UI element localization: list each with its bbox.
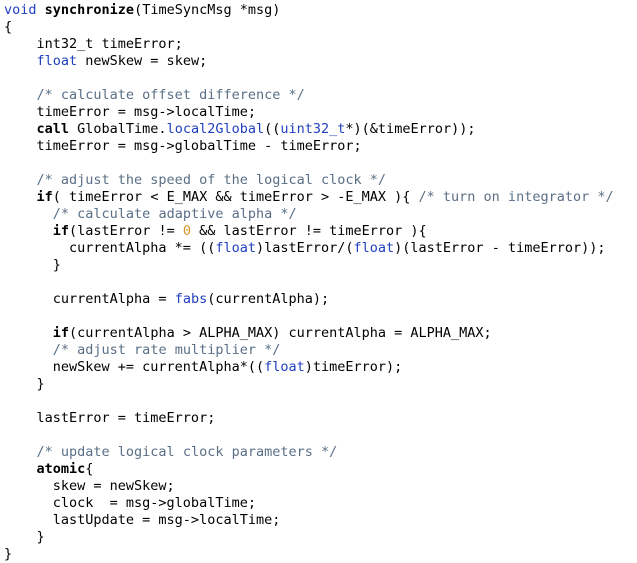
code-text: )timeError); bbox=[304, 359, 403, 375]
code-line: atomic{ bbox=[4, 461, 637, 478]
code-text: int32_t timeError; bbox=[4, 36, 183, 52]
code-text: lastUpdate = msg->localTime; bbox=[4, 512, 281, 528]
code-text bbox=[4, 87, 37, 103]
code-text: { bbox=[4, 19, 13, 35]
code-line: int32_t timeError; bbox=[4, 36, 637, 53]
code-text: } bbox=[4, 529, 45, 545]
code-text bbox=[4, 206, 53, 222]
code-text: (TimeSyncMsg *msg) bbox=[134, 2, 281, 18]
code-line: if(lastError != 0 && lastError != timeEr… bbox=[4, 223, 637, 240]
code-text: GlobalTime. bbox=[69, 121, 167, 137]
code-line: ​ bbox=[4, 70, 637, 87]
code-line: timeError = msg->localTime; bbox=[4, 104, 637, 121]
code-line: newSkew += currentAlpha*((float)timeErro… bbox=[4, 359, 637, 376]
code-text: (( bbox=[264, 121, 281, 137]
code-line: /* calculate adaptive alpha */ bbox=[4, 206, 637, 223]
code-text bbox=[4, 121, 37, 137]
code-line: lastUpdate = msg->localTime; bbox=[4, 512, 637, 529]
code-text: currentAlpha = bbox=[4, 291, 175, 307]
keyword: float bbox=[353, 240, 395, 256]
number-literal: 0 bbox=[182, 223, 191, 239]
code-line: if(currentAlpha > ALPHA_MAX) currentAlph… bbox=[4, 325, 637, 342]
code-line: } bbox=[4, 257, 637, 274]
keyword: fabs bbox=[174, 291, 208, 307]
code-text bbox=[4, 342, 53, 358]
keyword-bold: if bbox=[52, 325, 70, 341]
code-text: skew = newSkew; bbox=[4, 478, 175, 494]
code-line: currentAlpha = fabs(currentAlpha); bbox=[4, 291, 637, 308]
code-line: ​ bbox=[4, 393, 637, 410]
code-text bbox=[4, 189, 37, 205]
code-text: (lastError != bbox=[69, 223, 183, 239]
keyword-bold: call bbox=[36, 121, 70, 137]
keyword-bold: atomic bbox=[36, 461, 86, 477]
code-text: lastError = timeError; bbox=[4, 410, 216, 426]
code-text bbox=[4, 325, 53, 341]
code-line: ​ bbox=[4, 274, 637, 291]
code-line: timeError = msg->globalTime - timeError; bbox=[4, 138, 637, 155]
code-text: newSkew = skew; bbox=[77, 53, 208, 69]
code-line: /* calculate offset difference */ bbox=[4, 87, 637, 104]
code-text: timeError = msg->globalTime - timeError; bbox=[4, 138, 362, 154]
code-text bbox=[4, 223, 53, 239]
code-text bbox=[4, 53, 37, 69]
code-text bbox=[4, 172, 37, 188]
code-text: } bbox=[4, 257, 61, 273]
code-text: { bbox=[85, 461, 94, 477]
code-text: *)(&timeError)); bbox=[345, 121, 476, 137]
keyword: local2Global bbox=[166, 121, 265, 137]
code-line: skew = newSkew; bbox=[4, 478, 637, 495]
comment: /* calculate adaptive alpha */ bbox=[52, 206, 297, 222]
code-line: currentAlpha *= ((float)lastError/(float… bbox=[4, 240, 637, 257]
code-line: } bbox=[4, 529, 637, 546]
code-text: } bbox=[4, 376, 45, 392]
comment: /* adjust the speed of the logical clock… bbox=[36, 172, 387, 188]
code-text: clock = msg->globalTime; bbox=[4, 495, 256, 511]
code-line: if( timeError < E_MAX && timeError > -E_… bbox=[4, 189, 637, 206]
code-line: { bbox=[4, 19, 637, 36]
code-text bbox=[4, 461, 37, 477]
code-text: (currentAlpha); bbox=[207, 291, 330, 307]
comment: /* turn on integrator */ bbox=[418, 189, 614, 205]
code-line: /* adjust the speed of the logical clock… bbox=[4, 172, 637, 189]
code-text: currentAlpha *= (( bbox=[4, 240, 216, 256]
code-line: ​ bbox=[4, 155, 637, 172]
comment: /* calculate offset difference */ bbox=[36, 87, 305, 103]
code-text: && lastError != timeError ){ bbox=[190, 223, 427, 239]
keyword-bold: if bbox=[36, 189, 53, 205]
code-line: /* update logical clock parameters */ bbox=[4, 444, 637, 461]
code-line: ​ bbox=[4, 308, 637, 325]
code-line: lastError = timeError; bbox=[4, 410, 637, 427]
keyword-bold: if bbox=[52, 223, 70, 239]
code-text bbox=[37, 2, 45, 18]
keyword: float bbox=[215, 240, 256, 256]
code-line: } bbox=[4, 376, 637, 393]
code-text: ( timeError < E_MAX && timeError > -E_MA… bbox=[52, 189, 419, 205]
code-line: /* adjust rate multiplier */ bbox=[4, 342, 637, 359]
code-text: timeError = msg->localTime; bbox=[4, 104, 256, 120]
code-line: ​ bbox=[4, 427, 637, 444]
code-text: } bbox=[4, 546, 13, 562]
code-text: )lastError/( bbox=[255, 240, 354, 256]
keyword: float bbox=[264, 359, 305, 375]
code-line: clock = msg->globalTime; bbox=[4, 495, 637, 512]
code-text bbox=[4, 444, 37, 460]
code-line: float newSkew = skew; bbox=[4, 53, 637, 70]
code-text: newSkew += currentAlpha*(( bbox=[4, 359, 265, 375]
keyword: float bbox=[36, 53, 78, 69]
comment: /* update logical clock parameters */ bbox=[36, 444, 338, 460]
function-name: synchronize bbox=[44, 2, 135, 18]
code-line: call GlobalTime.local2Global((uint32_t*)… bbox=[4, 121, 637, 138]
keyword: void bbox=[4, 2, 37, 18]
comment: /* adjust rate multiplier */ bbox=[52, 342, 281, 358]
code-text: (currentAlpha > ALPHA_MAX) currentAlpha … bbox=[69, 325, 492, 341]
code-text: )(lastError - timeError)); bbox=[394, 240, 606, 256]
code-line: } bbox=[4, 546, 637, 563]
code-line: void synchronize(TimeSyncMsg *msg) bbox=[4, 2, 637, 19]
keyword: uint32_t bbox=[280, 121, 346, 137]
